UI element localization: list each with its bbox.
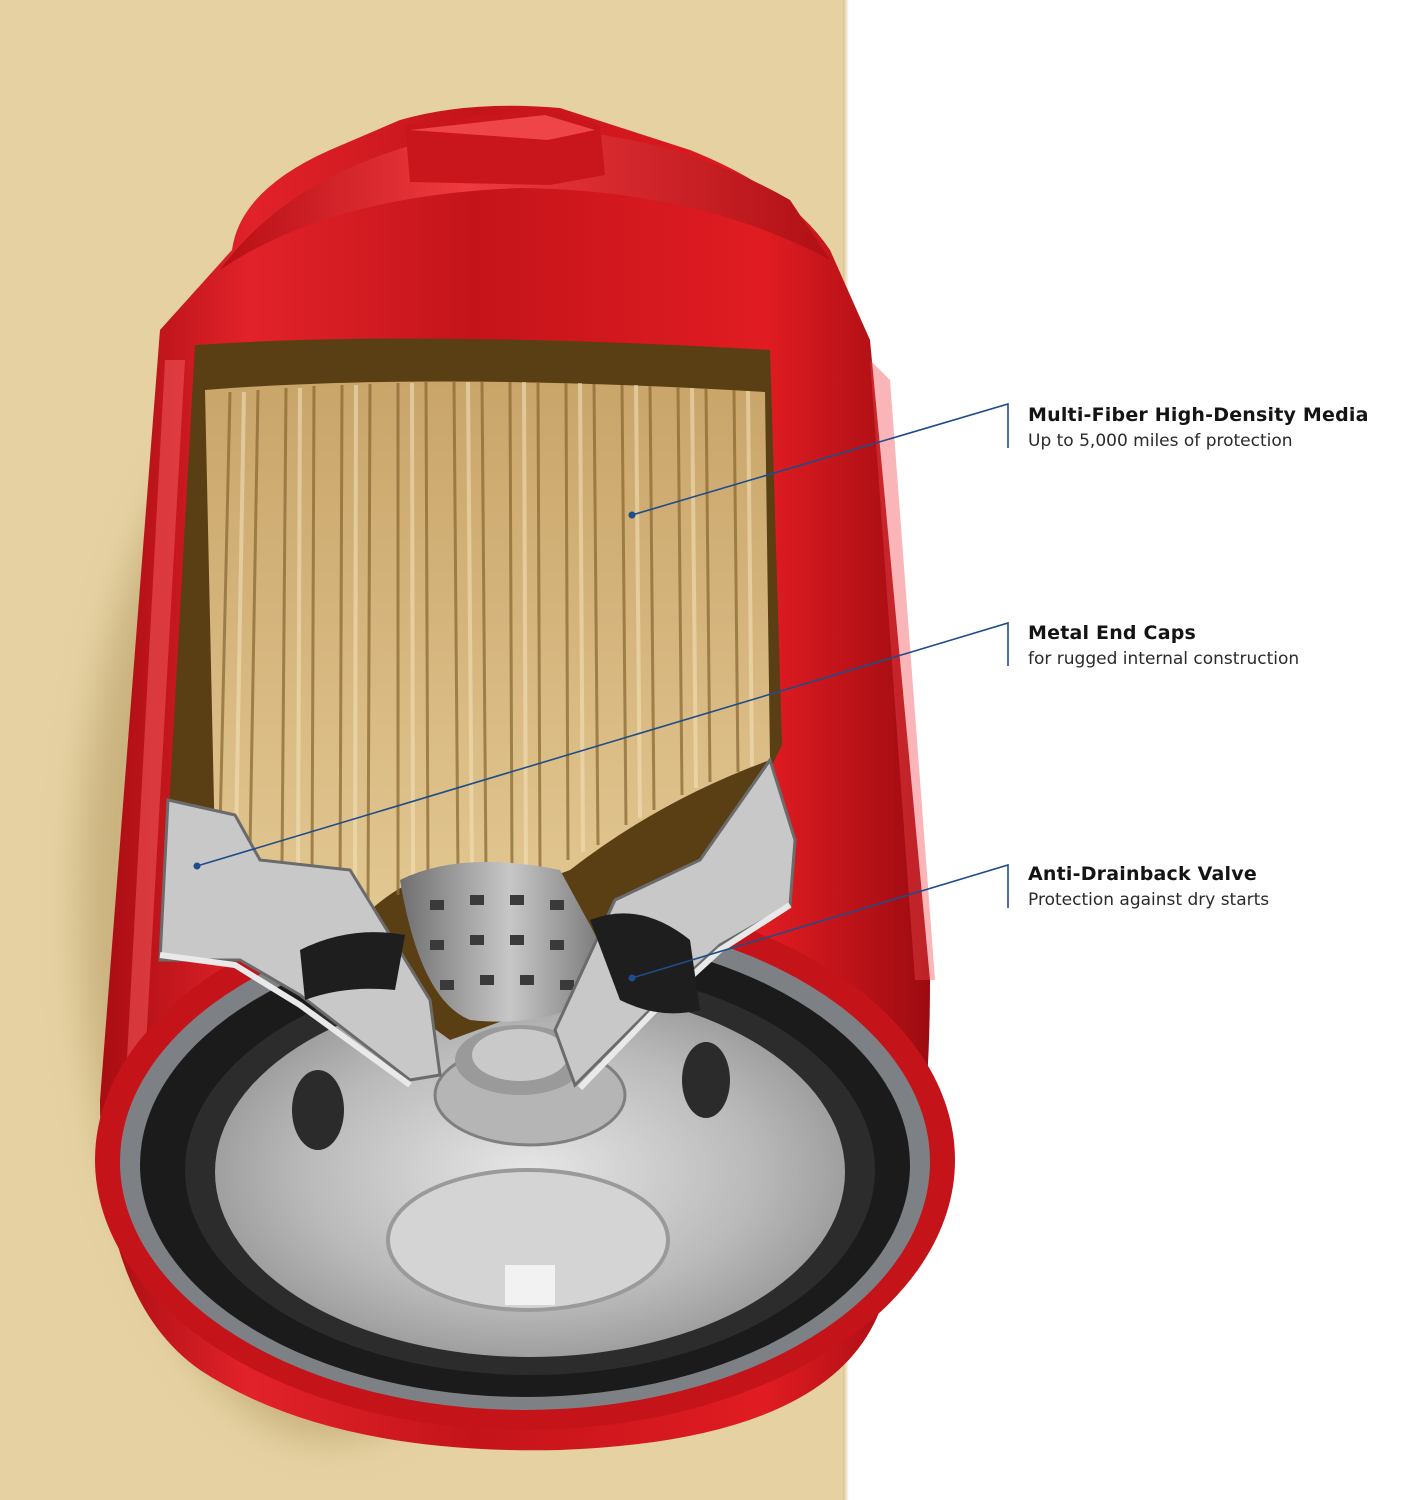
perforated-center-tube <box>400 862 620 1022</box>
callout-subtitle: Up to 5,000 miles of protection <box>1028 431 1293 451</box>
callout-title: Multi-Fiber High-Density Media <box>1028 404 1369 426</box>
leader-line-end-caps <box>193 621 1009 870</box>
callout-filter-media: Multi-Fiber High-Density Media Up to 5,0… <box>1028 402 1413 452</box>
callout-title: Metal End Caps <box>1028 622 1197 644</box>
filter-open-end <box>95 890 955 1430</box>
leader-lines <box>193 402 1009 982</box>
callout-end-caps: Metal End Caps for rugged internal const… <box>1028 620 1413 670</box>
callout-drainback-valve: Anti-Drainback Valve Protection against … <box>1028 861 1413 911</box>
callout-subtitle: Protection against dry starts <box>1028 890 1270 910</box>
anti-drainback-valve <box>300 913 700 1014</box>
leader-line-media <box>628 402 1009 519</box>
metal-end-caps <box>158 756 797 1091</box>
callout-subtitle: for rugged internal construction <box>1028 649 1300 669</box>
leader-line-valve <box>628 863 1009 982</box>
callout-title: Anti-Drainback Valve <box>1028 863 1257 885</box>
